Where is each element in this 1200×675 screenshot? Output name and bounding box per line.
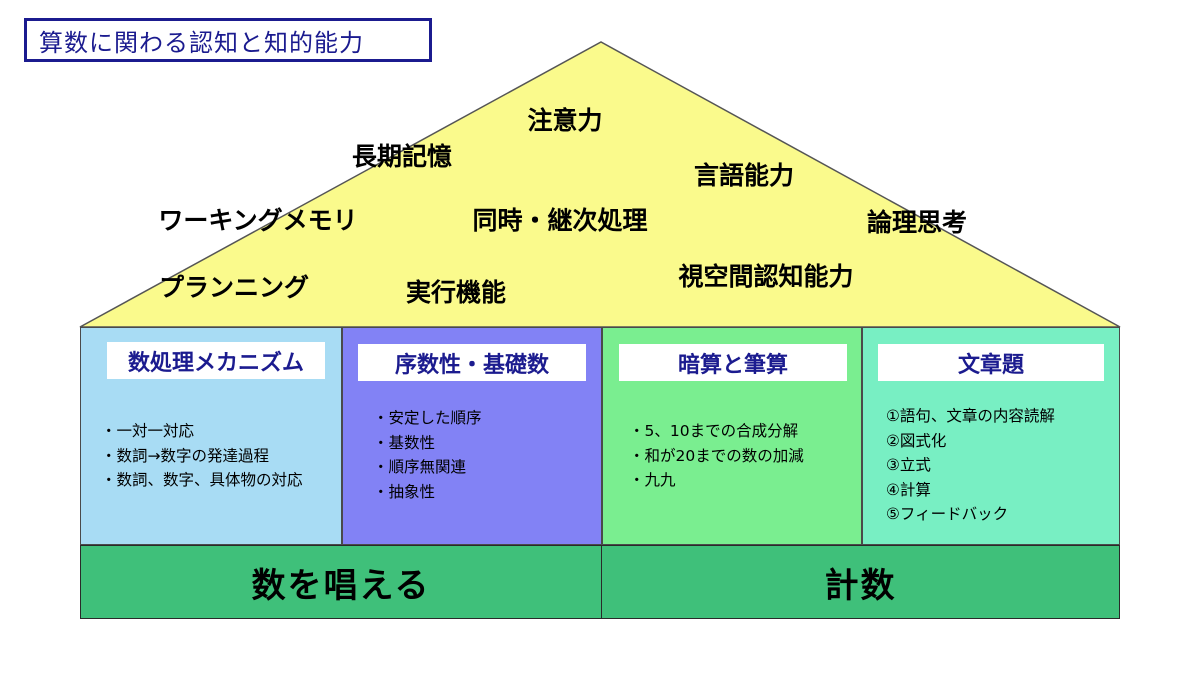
pillar-ordinal-cardinal: 序数性・基礎数 ・安定した順序 ・基数性 ・順序無関連 ・抽象性 <box>342 327 602 545</box>
diagram-title: 算数に関わる認知と知的能力 <box>24 18 432 62</box>
list-item: ・数詞→数字の発達過程 <box>101 446 269 465</box>
roof-label-visuospatial: 視空間認知能力 <box>678 262 854 291</box>
list-item: ・一対一対応 <box>101 422 195 440</box>
list-item: ・数詞、数字、具体物の対応 <box>101 471 303 489</box>
list-item: ・5、10までの合成分解 <box>629 422 799 440</box>
roof-label-language: 言語能力 <box>693 161 795 190</box>
list-item: ・順序無関連 <box>373 458 467 476</box>
roof-label-long-term-memory: 長期記憶 <box>351 142 453 171</box>
pillar-list: ・5、10までの合成分解 ・和が20までの数の加減 ・九九 <box>629 419 804 493</box>
roof-label-attention: 注意力 <box>527 106 603 135</box>
roof-label-simultaneous-sequential: 同時・継次処理 <box>472 206 648 235</box>
list-item: ②図式化 <box>886 431 947 450</box>
pillar-mental-written-calc: 暗算と筆算 ・5、10までの合成分解 ・和が20までの数の加減 ・九九 <box>602 327 862 545</box>
roof-label-executive-function: 実行機能 <box>405 278 507 307</box>
pillar-heading: 数処理メカニズム <box>107 342 325 379</box>
list-item: ・九九 <box>629 471 676 489</box>
pillar-list: ・安定した順序 ・基数性 ・順序無関連 ・抽象性 <box>373 406 482 504</box>
pillar-list: ①語句、文章の内容読解 ②図式化 ③立式 ④計算 ⑤フィードバック <box>886 404 1055 527</box>
roof-label-logical-thinking: 論理思考 <box>866 208 968 237</box>
list-item: ①語句、文章の内容読解 <box>886 407 1055 425</box>
base-counting-aloud: 数を唱える <box>80 545 602 619</box>
list-item: ・和が20までの数の加減 <box>629 446 804 465</box>
list-item: ④計算 <box>886 480 931 499</box>
base-counting: 計数 <box>601 545 1120 619</box>
pillar-heading: 序数性・基礎数 <box>358 344 586 381</box>
list-item: ③立式 <box>886 456 931 474</box>
pillar-number-processing: 数処理メカニズム ・一対一対応 ・数詞→数字の発達過程 ・数詞、数字、具体物の対… <box>80 327 342 545</box>
roof-label-working-memory: ワーキングメモリ <box>158 206 358 235</box>
pillar-list: ・一対一対応 ・数詞→数字の発達過程 ・数詞、数字、具体物の対応 <box>101 419 303 493</box>
pillar-word-problems: 文章題 ①語句、文章の内容読解 ②図式化 ③立式 ④計算 ⑤フィードバック <box>862 327 1120 545</box>
pillar-heading: 暗算と筆算 <box>619 344 847 381</box>
list-item: ・抽象性 <box>373 482 436 501</box>
list-item: ⑤フィードバック <box>886 505 1009 523</box>
list-item: ・安定した順序 <box>373 409 482 427</box>
list-item: ・基数性 <box>373 433 436 452</box>
roof-label-planning: プランニング <box>158 273 310 302</box>
pillar-heading: 文章題 <box>878 344 1104 381</box>
